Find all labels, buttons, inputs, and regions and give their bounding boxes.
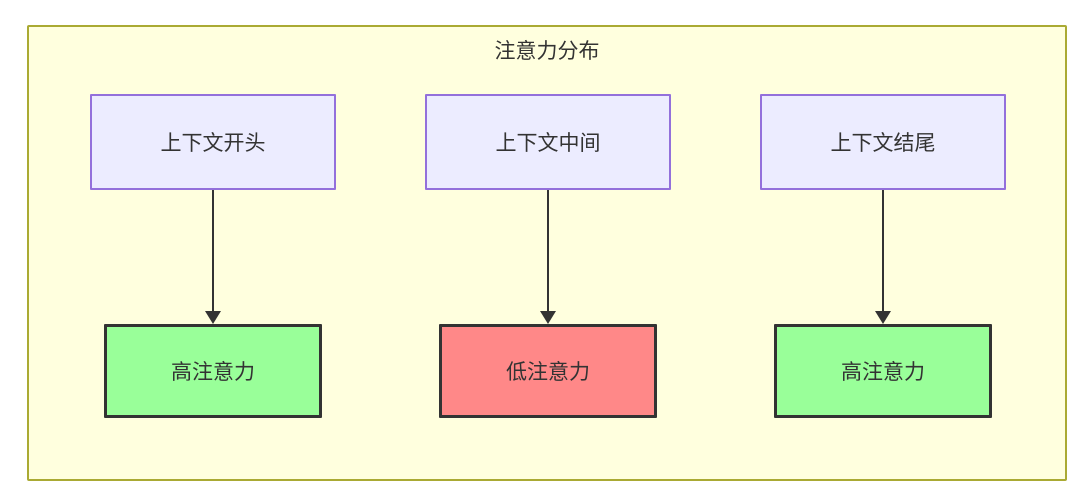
cluster-title: 注意力分布 bbox=[494, 40, 600, 63]
arrow-line bbox=[547, 190, 549, 311]
node-low-attention: 低注意力 bbox=[439, 324, 657, 418]
node-context-middle: 上下文中间 bbox=[425, 94, 671, 190]
arrow-head-icon bbox=[205, 311, 221, 324]
flow-column-context-end: 上下文结尾 高注意力 bbox=[760, 94, 1006, 418]
attention-distribution-cluster: 注意力分布 上下文开头 高注意力 上下文中间 低注意力 上下文结尾 高注意力 bbox=[27, 25, 1067, 481]
arrow-head-icon bbox=[875, 311, 891, 324]
arrow-middle-to-low bbox=[540, 190, 556, 324]
arrow-line bbox=[212, 190, 214, 311]
arrow-end-to-high bbox=[875, 190, 891, 324]
flow-column-context-middle: 上下文中间 低注意力 bbox=[425, 94, 671, 418]
arrow-head-icon bbox=[540, 311, 556, 324]
flow-column-context-beginning: 上下文开头 高注意力 bbox=[90, 94, 336, 418]
node-high-attention-2: 高注意力 bbox=[774, 324, 992, 418]
arrow-line bbox=[882, 190, 884, 311]
node-context-end: 上下文结尾 bbox=[760, 94, 1006, 190]
node-context-beginning: 上下文开头 bbox=[90, 94, 336, 190]
arrow-beginning-to-high bbox=[205, 190, 221, 324]
node-high-attention-1: 高注意力 bbox=[104, 324, 322, 418]
